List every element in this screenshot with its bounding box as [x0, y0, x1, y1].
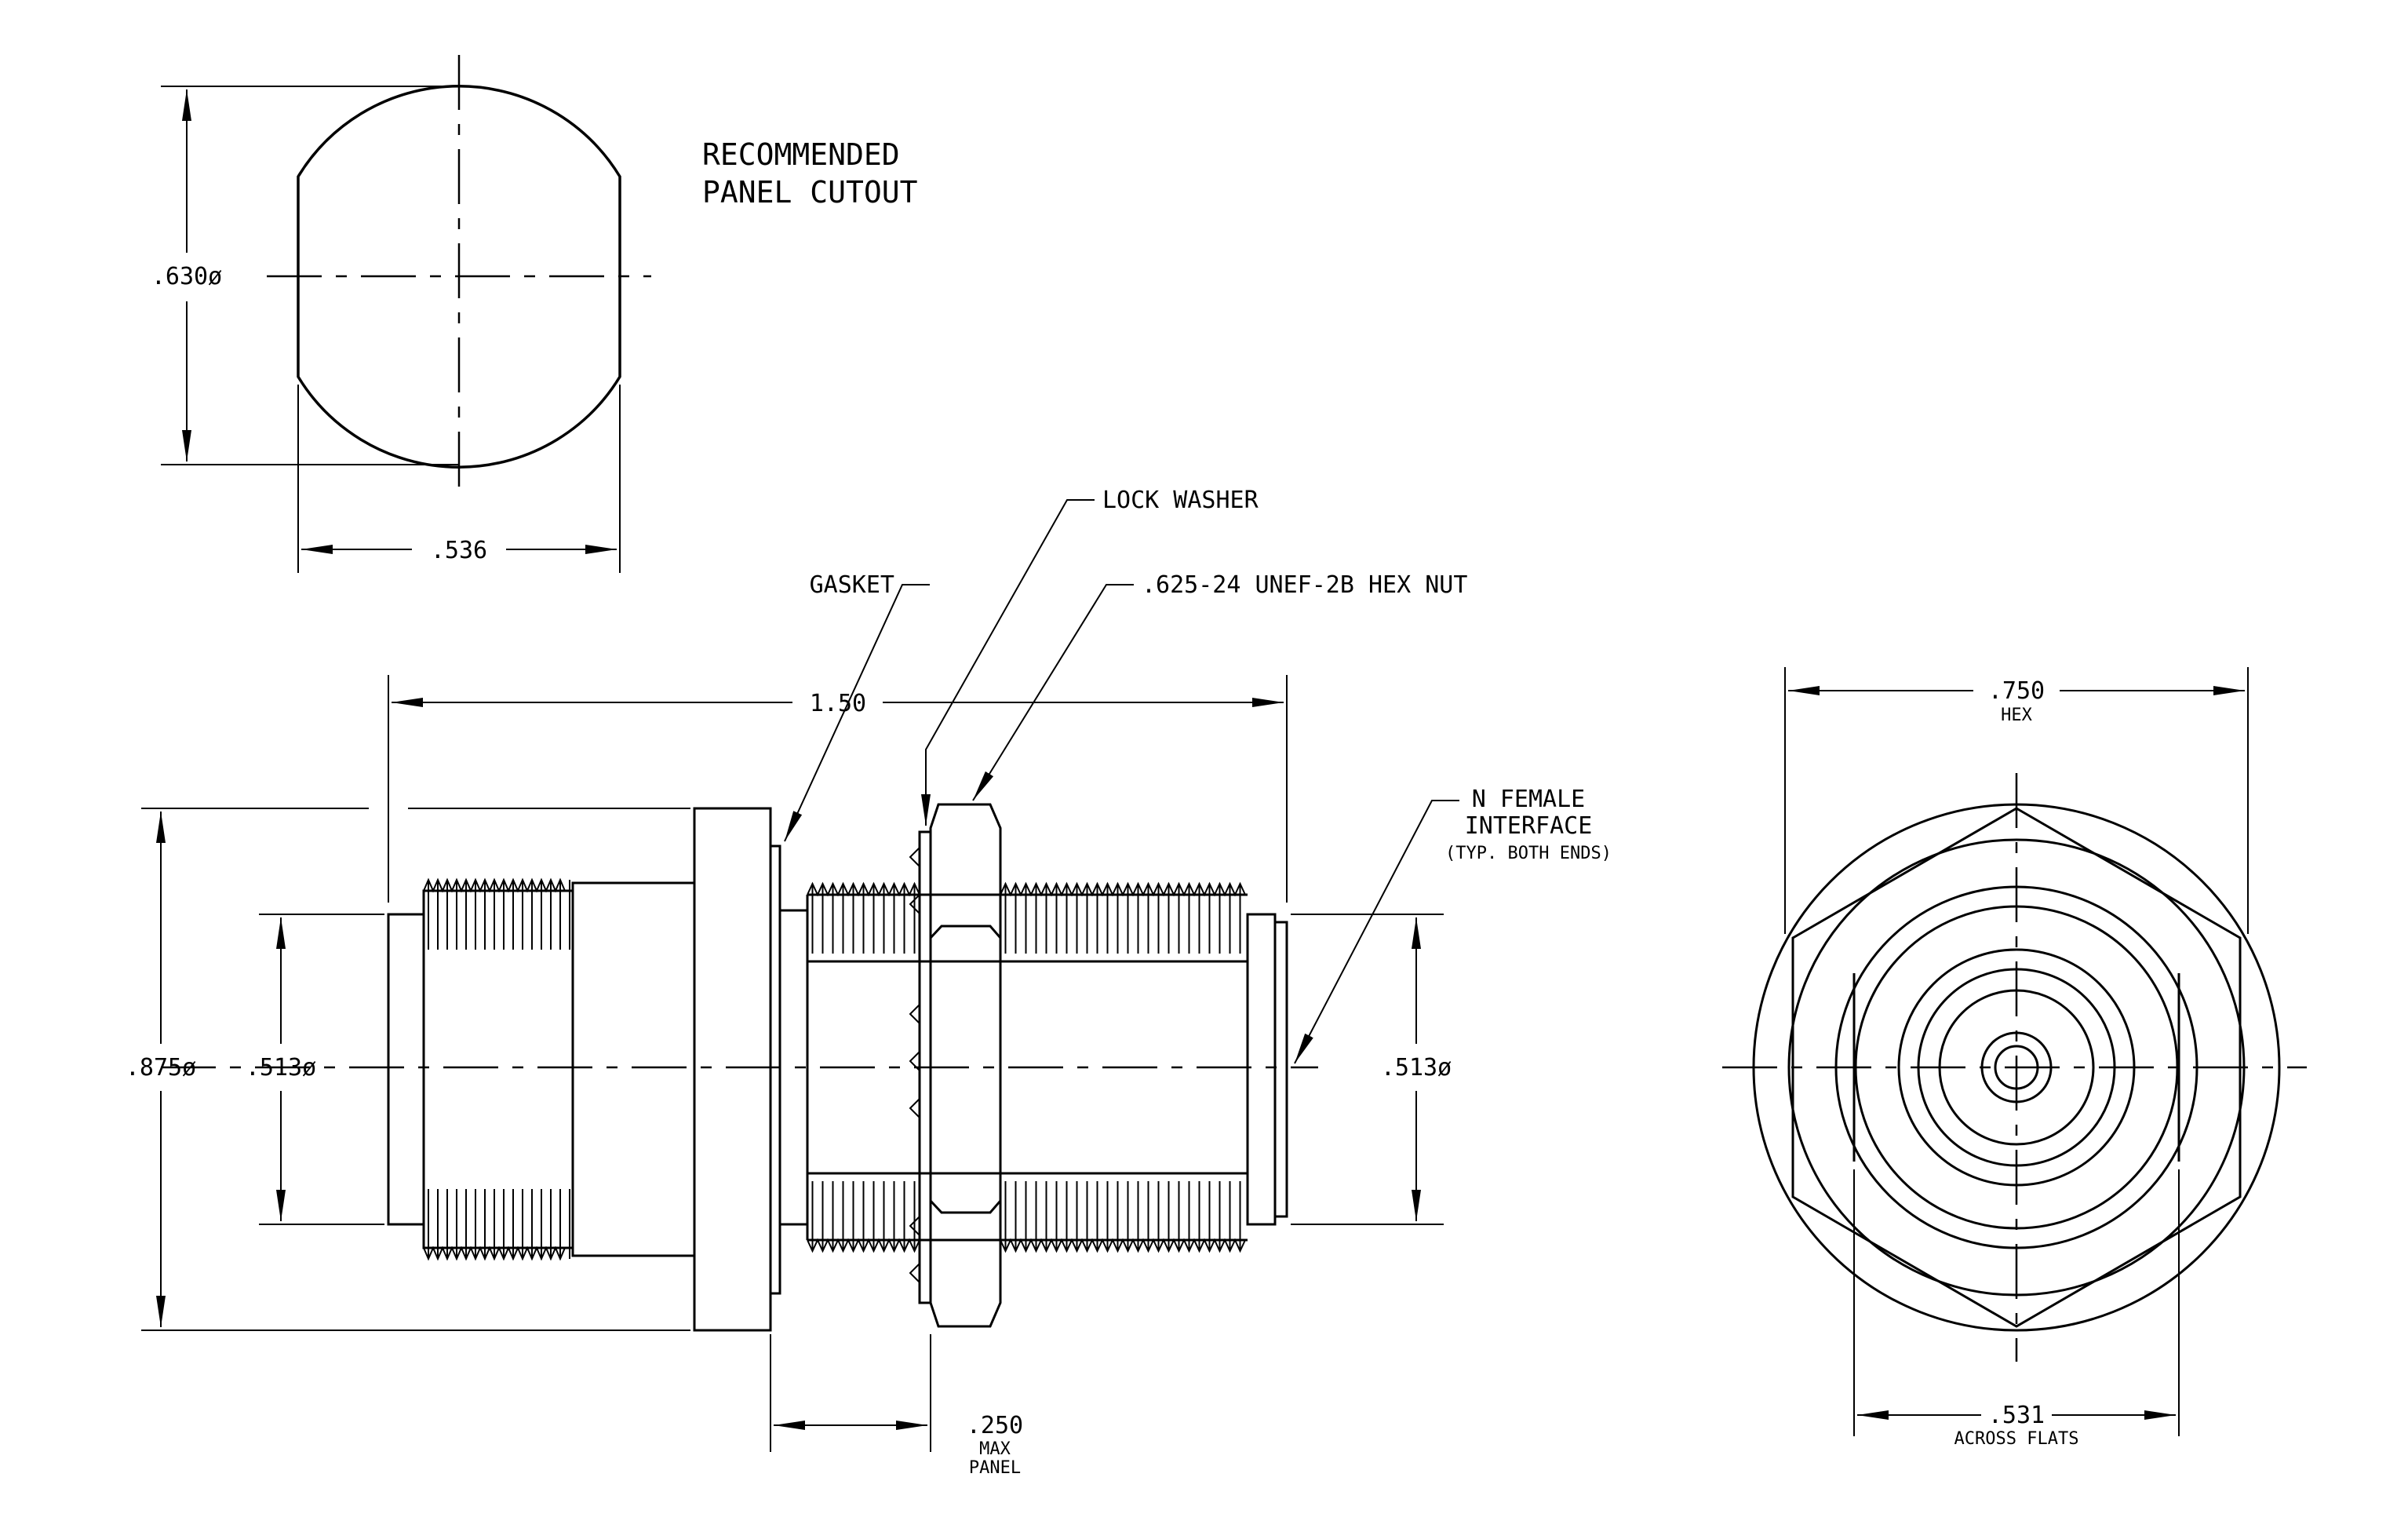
- left-diameter-dimension: .513ø: [246, 1054, 316, 1081]
- across-flats-sub: ACROSS FLATS: [1954, 1429, 2079, 1449]
- flange-circle: [1752, 803, 2281, 1332]
- hex-nut: [929, 803, 1002, 1328]
- interface-leader: [1294, 800, 1459, 1064]
- panel-dimension-sub1: MAX: [979, 1439, 1011, 1459]
- hex-size-sub: HEX: [2001, 706, 2032, 725]
- hex-outline: [1791, 807, 2242, 1328]
- hex-nut-flats: [929, 925, 1002, 1214]
- thread-major-circle: [1834, 885, 2199, 1249]
- gasket-label: GASKET: [810, 571, 894, 599]
- connector-end-view: .750 HEX .531 ACROSS FLATS: [1722, 667, 2307, 1449]
- overall-length-dimension: 1.50: [810, 690, 866, 717]
- lock-washer-label: LOCK WASHER: [1102, 487, 1259, 514]
- left-coupling-threads-bottom: [423, 1189, 570, 1261]
- gasket-leader: [784, 584, 930, 842]
- right-interface-tip: [1273, 921, 1288, 1218]
- cutout-height-dimension: .630ø: [151, 263, 222, 290]
- right-interface-collar: [1246, 913, 1277, 1226]
- inner-body-circle: [1917, 968, 2116, 1167]
- left-coupling-threads-top: [423, 877, 570, 950]
- hex-nut-leader: [972, 584, 1134, 801]
- lock-washer-teeth: [909, 847, 920, 1283]
- panel-cutout-view: .630ø .536 RECOMMENDED PANEL CUTOUT: [151, 55, 918, 573]
- cutout-title-line1: RECOMMENDED: [702, 137, 900, 172]
- interface-label-line3: (TYP. BOTH ENDS): [1445, 844, 1612, 863]
- contact-inner-circle: [1994, 1045, 2039, 1090]
- mounting-flange: [693, 807, 772, 1332]
- bulkhead-threads-top: [807, 881, 1246, 954]
- flange-diameter-dimension: .875ø: [126, 1054, 196, 1081]
- insulator-circle: [1938, 989, 2095, 1146]
- connector-side-view: 1.50 .875ø .513ø .513ø .250 MAX PANEL GA…: [126, 487, 1612, 1478]
- left-interface-tip: [387, 913, 425, 1226]
- across-flats-dimension: .531: [1988, 1402, 2045, 1429]
- gasket: [769, 844, 781, 1295]
- cutout-title-line2: PANEL CUTOUT: [702, 175, 918, 210]
- interface-label-line1: N FEMALE: [1472, 786, 1586, 813]
- cutout-width-dimension: .536: [431, 537, 487, 564]
- lock-washer-leader: [921, 499, 1095, 826]
- hex-size-dimension: .750: [1988, 677, 2045, 705]
- thread-minor-circle: [1854, 905, 2179, 1230]
- interface-label-line2: INTERFACE: [1465, 812, 1593, 840]
- left-body-section: [571, 881, 696, 1257]
- body-circle: [1897, 948, 2136, 1187]
- hex-inscribed-circle: [1787, 838, 2246, 1297]
- cutout-outline: [297, 85, 621, 469]
- panel-thickness-dimension: .250: [967, 1412, 1023, 1439]
- right-diameter-dimension: .513ø: [1381, 1054, 1452, 1081]
- bulkhead-threads-bottom: [807, 1181, 1246, 1253]
- hex-nut-label: .625-24 UNEF-2B HEX NUT: [1142, 571, 1467, 599]
- contact-outer-circle: [1980, 1031, 2053, 1103]
- panel-dimension-sub2: PANEL: [969, 1458, 1021, 1478]
